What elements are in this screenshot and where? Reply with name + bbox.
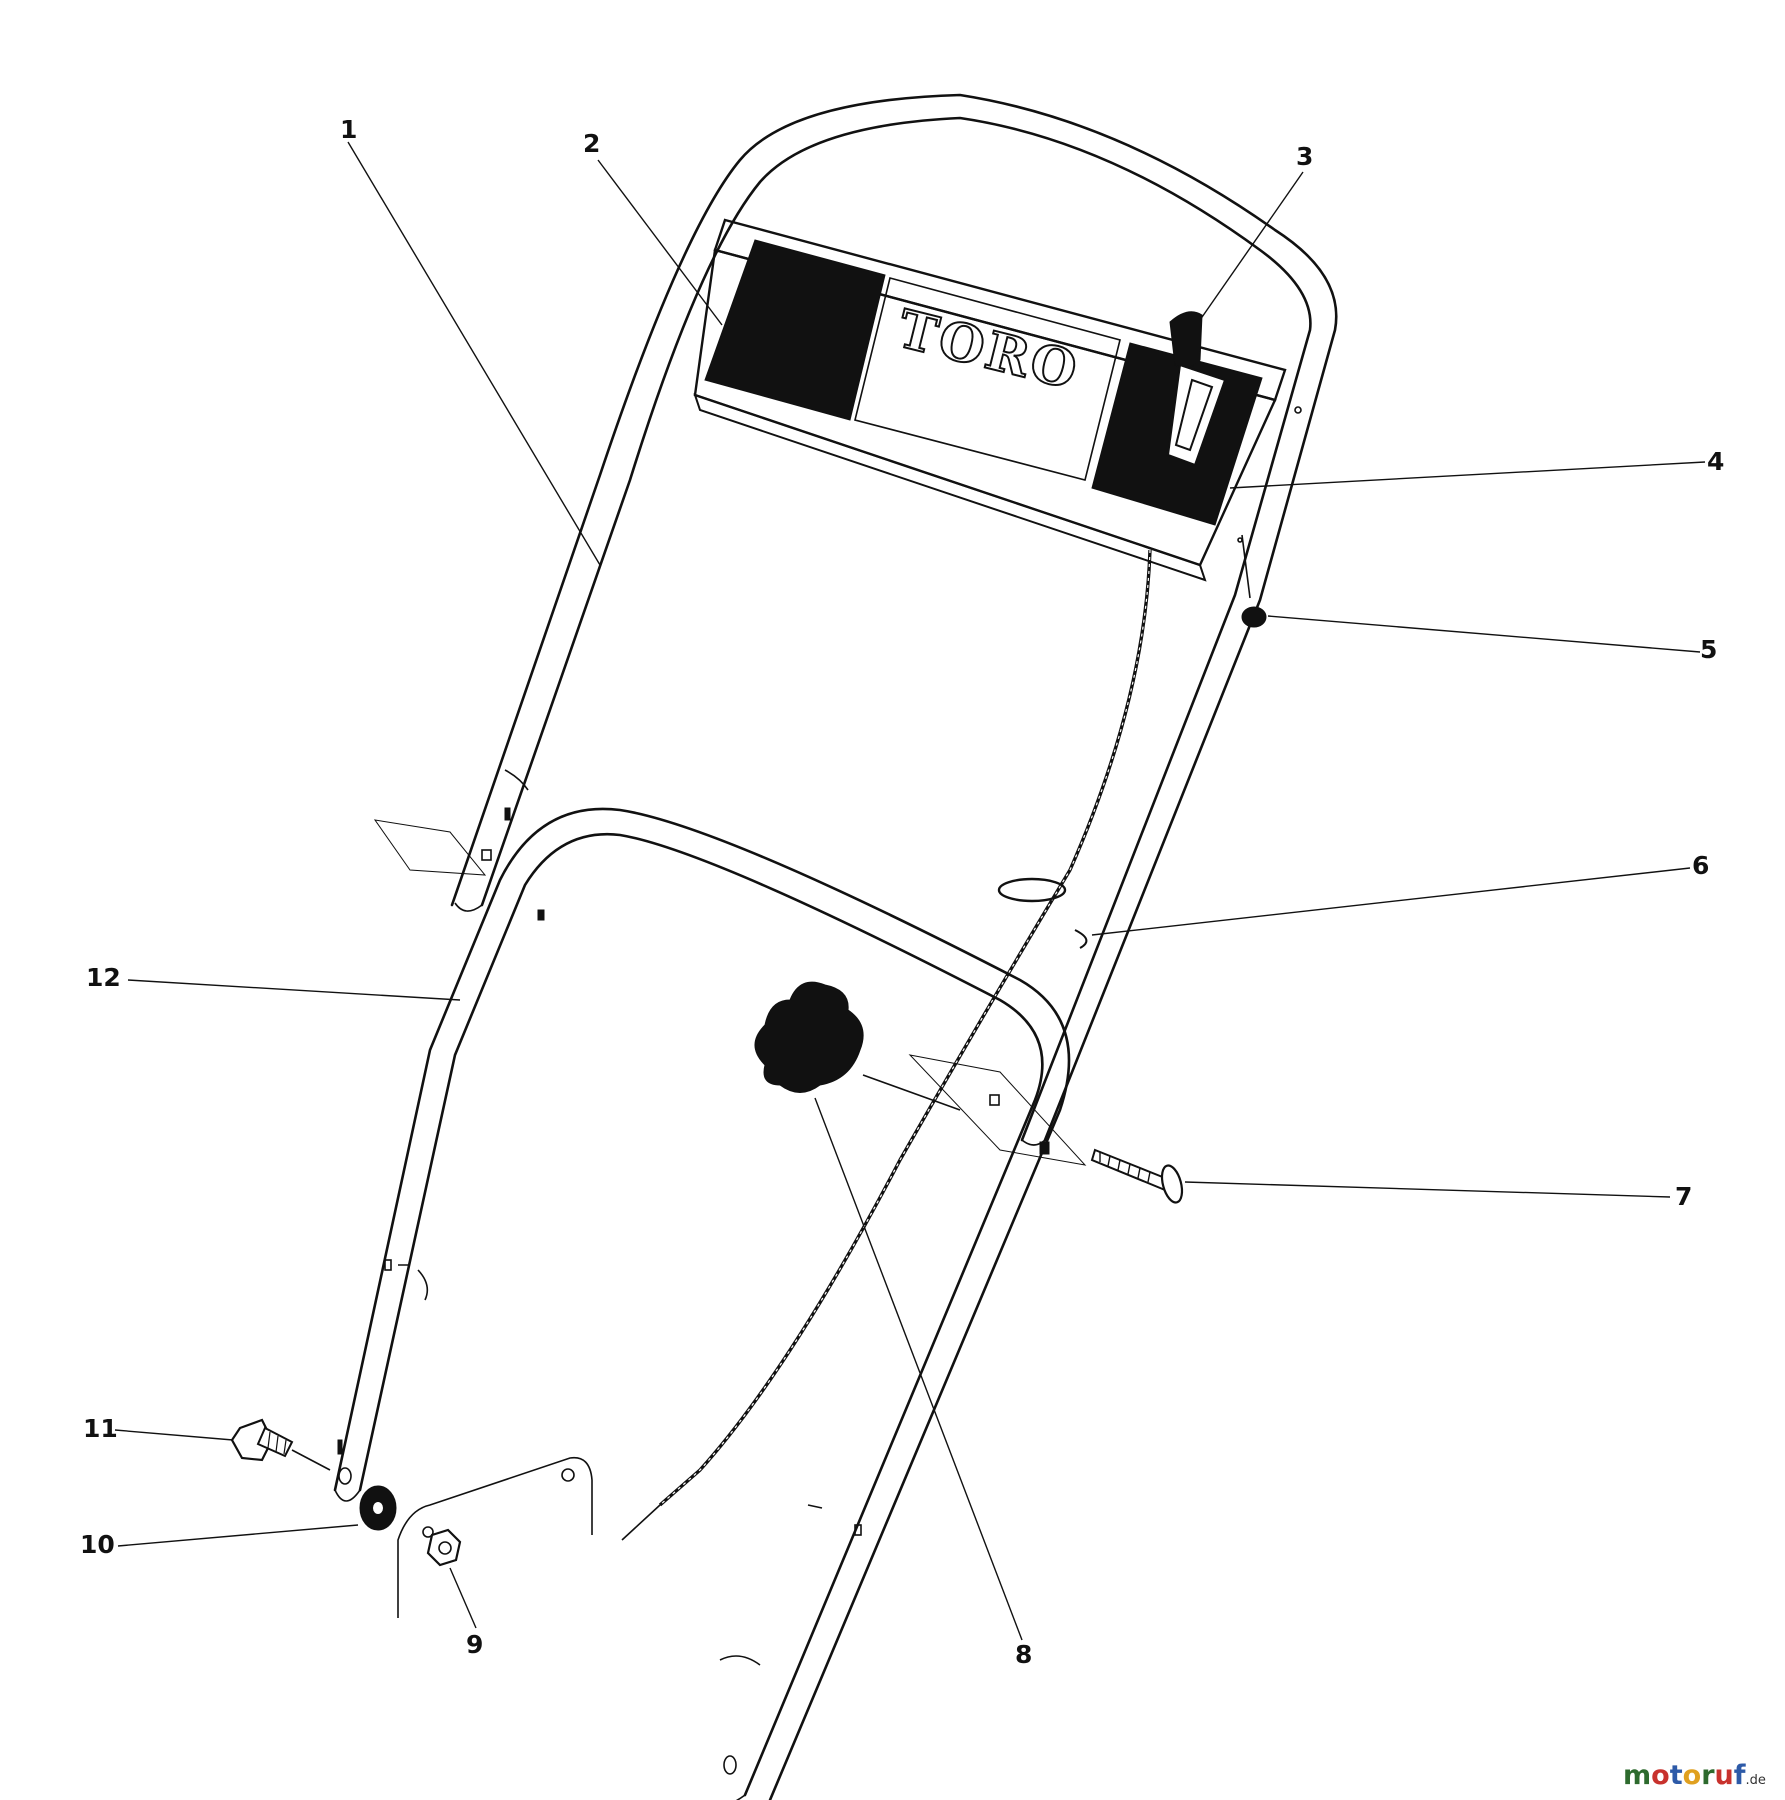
lower-handle: [333, 807, 1071, 1800]
cable-clip: [997, 877, 1088, 949]
deck-bracket: [397, 1456, 593, 1618]
watermark-letter: r: [1701, 1760, 1715, 1791]
handle-knob: [754, 981, 961, 1111]
svg-text:motoruf.de: motoruf.de: [1623, 1760, 1766, 1791]
hex-nut: [426, 1528, 462, 1567]
callout-12: 12: [86, 963, 121, 992]
washer: [359, 1485, 397, 1531]
callout-11: 11: [83, 1414, 118, 1443]
callout-6: 6: [1692, 851, 1709, 880]
callout-8: 8: [1015, 1640, 1032, 1669]
callout-3: 3: [1296, 142, 1313, 171]
callout-10: 10: [80, 1530, 115, 1559]
callout-9: 9: [466, 1630, 483, 1659]
watermark-suffix: .de: [1746, 1773, 1766, 1788]
watermark-letter: o: [1651, 1760, 1670, 1791]
control-panel: [693, 218, 1302, 582]
callout-1: 1: [340, 115, 357, 144]
callout-numbers: 1 2 3 4 5 6 7 8 9 10 11 12: [80, 115, 1724, 1669]
callout-5: 5: [1700, 635, 1717, 664]
control-cable: [621, 549, 1152, 1541]
callout-leaders: [114, 141, 1706, 1641]
carriage-bolt: [1090, 1148, 1184, 1204]
watermark-letter: t: [1670, 1760, 1683, 1791]
shoulder-bolt: [230, 1418, 331, 1471]
watermark-letter: o: [1683, 1760, 1702, 1791]
watermark-letter: u: [1715, 1760, 1734, 1791]
watermark-letter: f: [1734, 1760, 1746, 1791]
upper-handle: [450, 93, 1338, 1146]
callout-4: 4: [1707, 447, 1724, 476]
watermark: motoruf.de: [1623, 1760, 1766, 1791]
callout-2: 2: [583, 129, 600, 158]
mount-guides: [373, 819, 1087, 1166]
throttle-lever: [1166, 311, 1227, 467]
brand-logo: TORO: [892, 298, 1086, 402]
callout-7: 7: [1675, 1182, 1692, 1211]
watermark-letter: m: [1623, 1760, 1651, 1791]
rivet: [1241, 534, 1267, 628]
